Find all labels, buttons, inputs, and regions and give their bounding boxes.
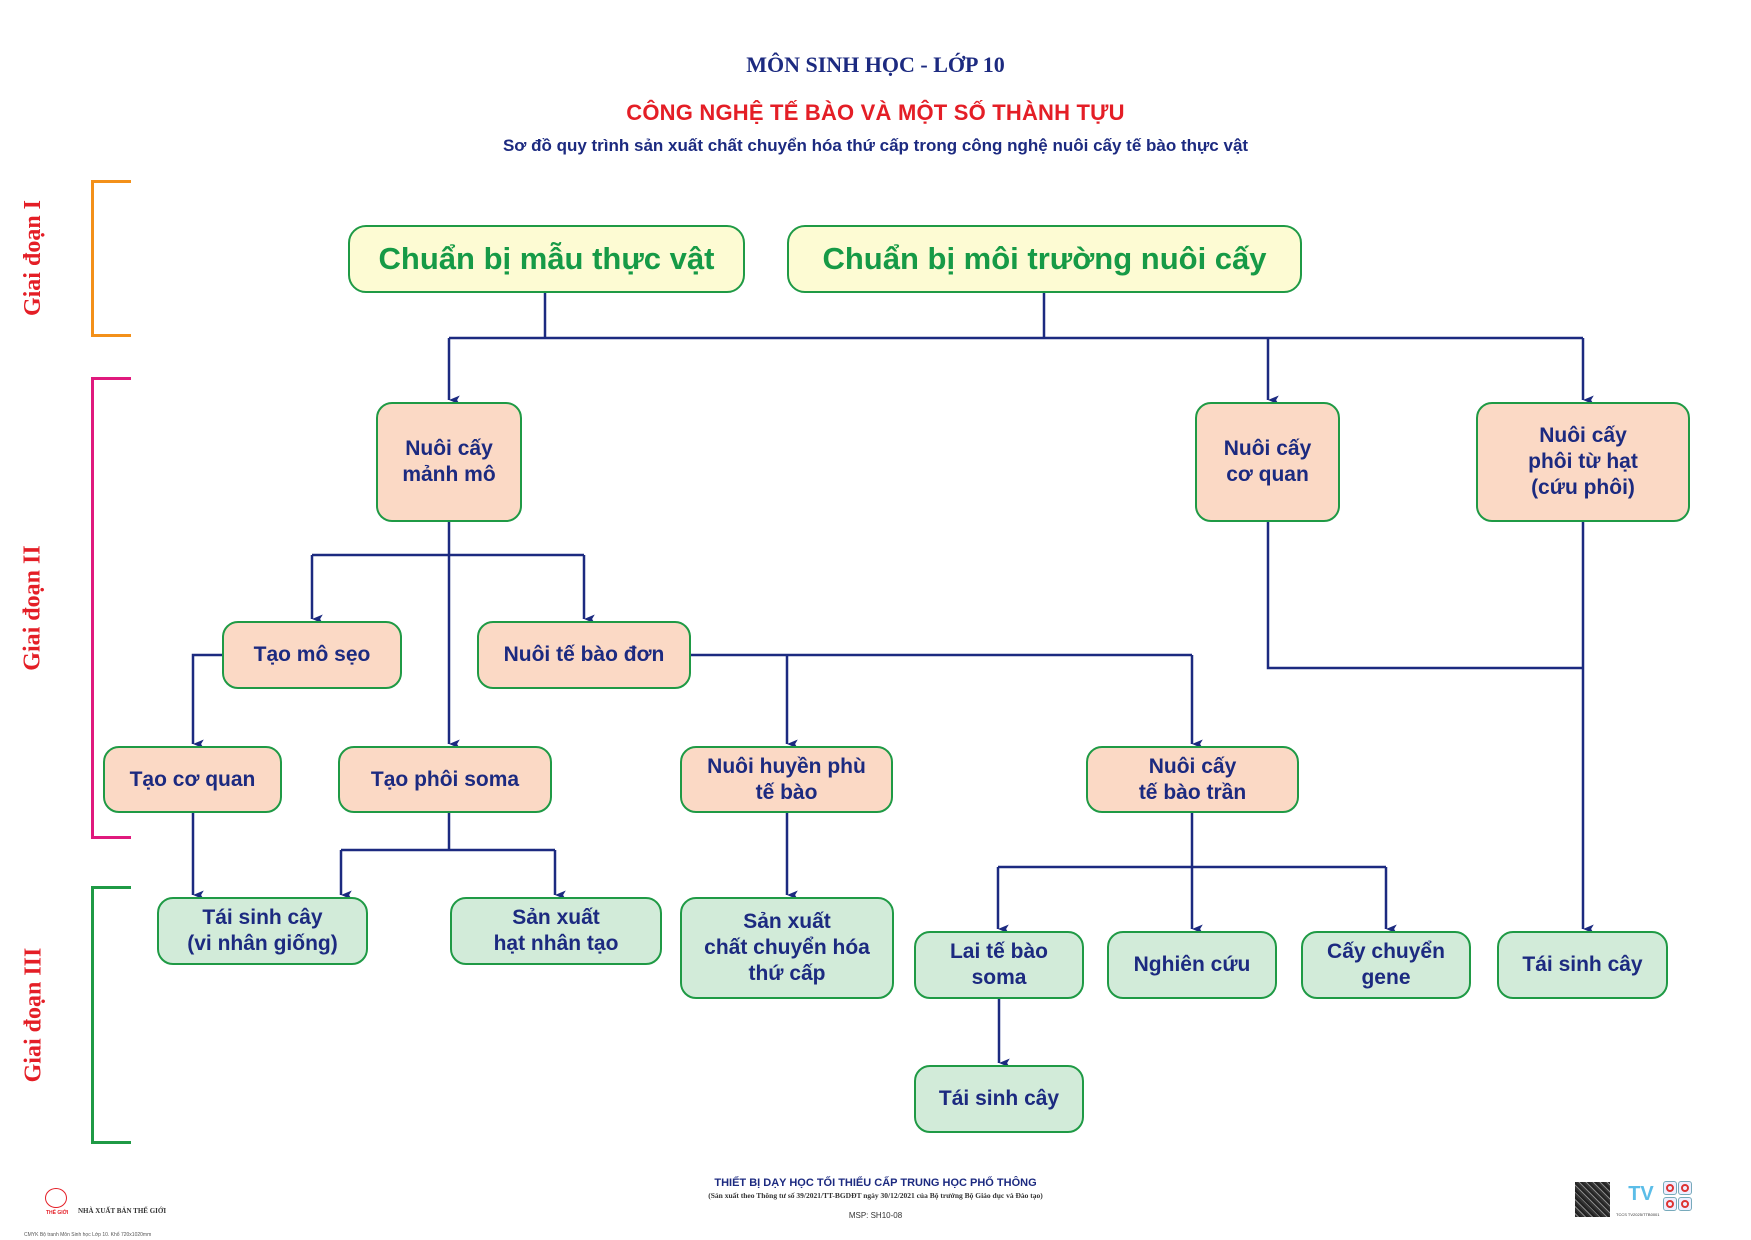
publisher-logo-icon [45, 1188, 67, 1208]
node-gene-transfer: Cấy chuyển gene [1301, 931, 1471, 999]
tv-logo-icon: TV [1628, 1183, 1654, 1205]
node-tissue-culture: Nuôi cấy mảnh mô [376, 402, 522, 522]
certification-badge-icon [1663, 1181, 1677, 1195]
node-single-cell: Nuôi tế bào đơn [477, 621, 691, 689]
node-regen-bottom: Tái sinh cây [914, 1065, 1084, 1133]
node-organ-culture: Nuôi cấy cơ quan [1195, 402, 1340, 522]
diagram-subtitle: Sơ đồ quy trình sản xuất chất chuyển hóa… [502, 136, 1249, 155]
publisher-logo-text: THẾ GIỚI [46, 1210, 69, 1216]
footer-regulation: (Sản xuất theo Thông tư số 39/2021/TT-BG… [708, 1191, 1043, 1200]
node-organogenesis: Tạo cơ quan [103, 746, 282, 813]
stage-1-bracket [91, 180, 131, 337]
footer-title: THIẾT BỊ DẠY HỌC TỐI THIỂU CẤP TRUNG HỌC… [714, 1177, 1037, 1189]
qr-code-icon [1575, 1182, 1610, 1217]
subject-title: MÔN SINH HỌC - LỚP 10 [746, 52, 1005, 77]
node-regen-right: Tái sinh cây [1497, 931, 1668, 999]
node-regen-micro: Tái sinh cây (vi nhân giống) [157, 897, 368, 965]
certification-badge-icon [1678, 1197, 1692, 1211]
lesson-heading: CÔNG NGHỆ TẾ BÀO VÀ MỘT SỐ THÀNH TỰU [626, 100, 1125, 125]
node-embryo-rescue: Nuôi cấy phôi từ hạt (cứu phôi) [1476, 402, 1690, 522]
node-artificial-seed: Sản xuất hạt nhân tạo [450, 897, 662, 965]
node-secondary-metab: Sản xuất chất chuyển hóa thứ cấp [680, 897, 894, 999]
node-callus: Tạo mô sẹo [222, 621, 402, 689]
standard-code: TCCS TV2025/TTB0001 [1616, 1212, 1660, 1217]
node-prep-medium: Chuẩn bị môi trường nuôi cấy [787, 225, 1302, 293]
connector-somatic-embryo-bus [341, 813, 555, 852]
stage-3-bracket [91, 886, 131, 1144]
product-code: MSP: SH10-08 [848, 1211, 903, 1220]
publisher-name: NHÀ XUẤT BẢN THẾ GIỚI [78, 1207, 167, 1215]
node-prep-sample: Chuẩn bị mẫu thực vật [348, 225, 745, 293]
node-somatic-hybrid: Lai tế bào soma [914, 931, 1084, 999]
stage-2-bracket [91, 377, 131, 839]
arrow-callus-to-organogenesis [191, 653, 222, 749]
node-protoplast: Nuôi cấy tế bào trần [1086, 746, 1299, 813]
certification-badge-icon [1678, 1181, 1692, 1195]
node-suspension: Nuôi huyền phù tế bào [680, 746, 893, 813]
node-somatic-embryo: Tạo phôi soma [338, 746, 552, 813]
connector-organ-embryo-merge [1266, 522, 1583, 670]
certification-badge-icon [1663, 1197, 1677, 1211]
print-info: CMYK Bộ tranh Môn Sinh học Lớp 10. Khổ 7… [24, 1232, 152, 1238]
node-research: Nghiên cứu [1107, 931, 1277, 999]
